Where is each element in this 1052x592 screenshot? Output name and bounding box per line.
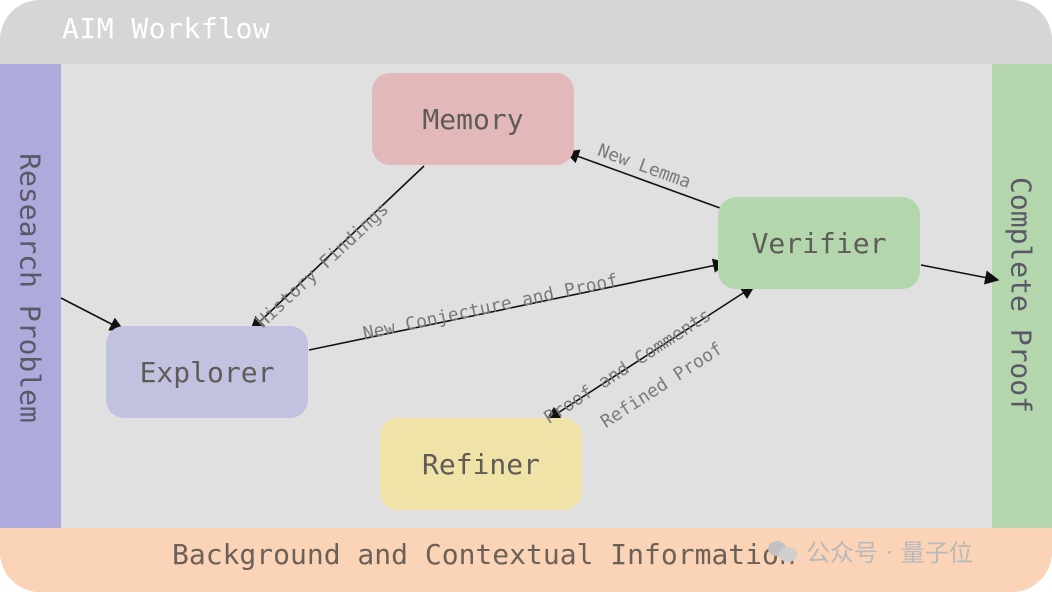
background-bar xyxy=(0,528,1052,592)
refiner-node: Refiner xyxy=(380,418,582,510)
edge-research-to-explorer xyxy=(60,297,125,331)
explorer-node: Explorer xyxy=(106,326,308,418)
diagram-title: AIM Workflow xyxy=(62,12,271,45)
edge-memory-to-explorer xyxy=(249,165,425,331)
watermark-text: 公众号 · 量子位 xyxy=(806,539,973,567)
edge-verifier-to-complete xyxy=(920,264,1000,285)
research-problem-bar xyxy=(0,64,61,528)
verifier-node: Verifier xyxy=(718,197,920,289)
watermark: 公众号 · 量子位 xyxy=(768,533,973,568)
edge-verifier-to-memory xyxy=(564,149,721,209)
complete-proof-bar xyxy=(992,64,1052,528)
background-label: Background and Contextual Information xyxy=(172,538,796,571)
edge-verifier-refiner xyxy=(545,285,756,421)
edge-explorer-to-verifier xyxy=(308,258,728,351)
title-bar: AIM Workflow xyxy=(0,0,1052,64)
memory-node: Memory xyxy=(372,73,574,165)
wechat-icon xyxy=(768,539,798,563)
